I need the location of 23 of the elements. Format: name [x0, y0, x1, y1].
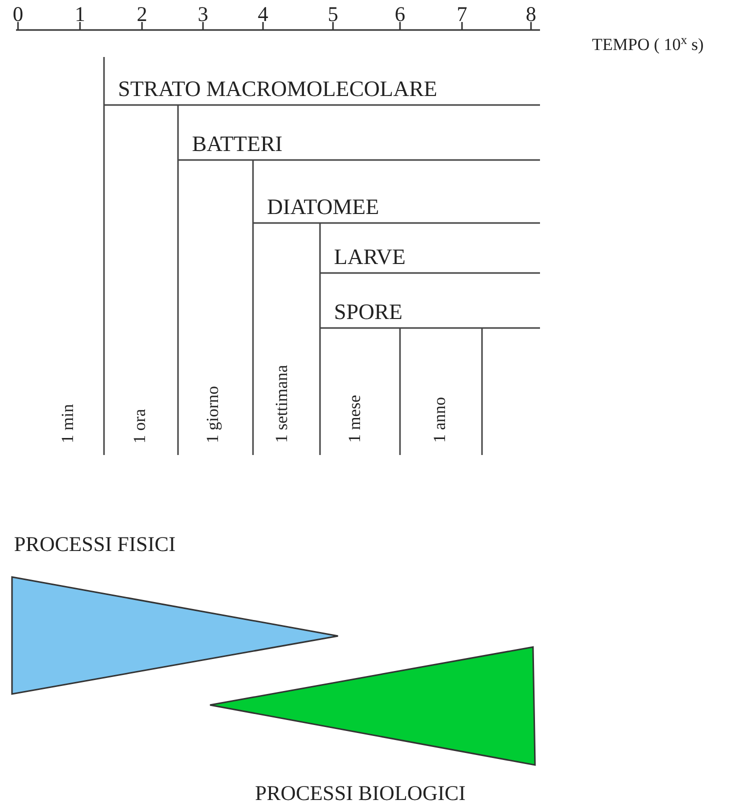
- tick-label: 0: [12, 4, 24, 25]
- layer-label: STRATO MACROMOLECOLARE: [118, 78, 438, 100]
- process-label: PROCESSI FISICI: [14, 534, 177, 555]
- tick-label: 5: [328, 4, 338, 25]
- time-label: 1 mese: [346, 395, 363, 443]
- tick-label: 2: [136, 4, 148, 25]
- layer-label: DIATOMEE: [267, 196, 380, 218]
- tick-label: 6: [394, 4, 406, 25]
- tick-label: 1: [74, 4, 86, 25]
- time-label: 1 anno: [431, 397, 448, 443]
- axis-title: TEMPO ( 10$^{x}$ s): [592, 36, 704, 53]
- layer-label: LARVE: [334, 246, 406, 268]
- layer-label: SPORE: [334, 301, 402, 323]
- time-label: 1 giorno: [204, 386, 221, 443]
- tick-label: 3: [198, 4, 208, 25]
- tick-label: 8: [526, 4, 536, 25]
- process-label: PROCESSI BIOLOGICI: [255, 783, 467, 804]
- tick-label: 4: [258, 4, 268, 25]
- layer-label: BATTERI: [192, 133, 282, 155]
- tick-label: 7: [456, 4, 468, 25]
- time-label: 1 min: [59, 404, 76, 443]
- time-label: 1 ora: [131, 408, 148, 443]
- time-label: 1 settimana: [273, 365, 290, 443]
